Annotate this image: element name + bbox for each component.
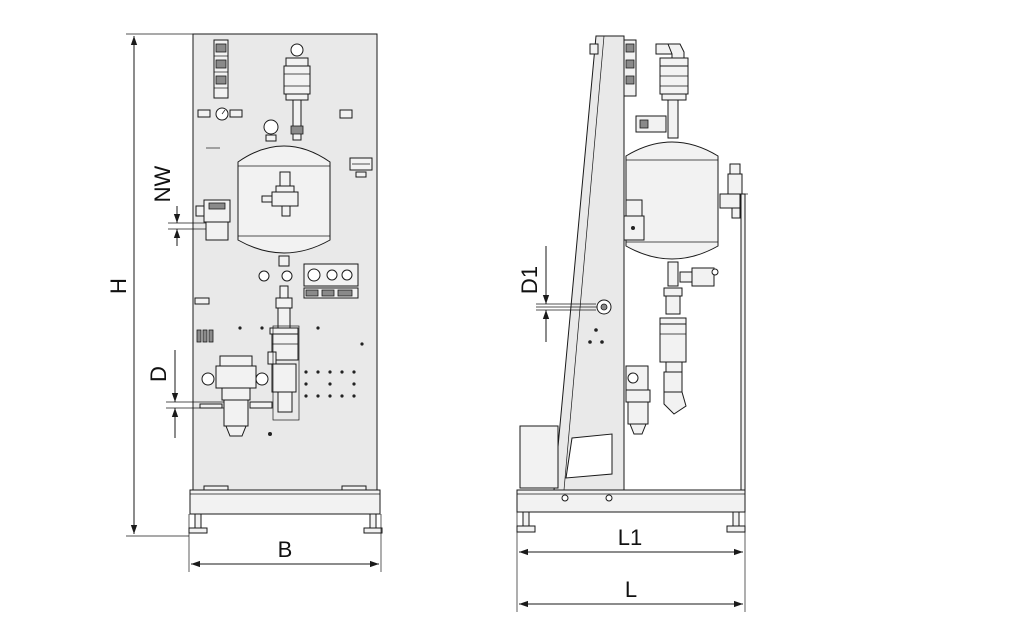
side-dimensions <box>516 246 746 612</box>
front-view <box>188 33 383 534</box>
left-valve <box>195 199 231 241</box>
side-tank <box>623 141 719 260</box>
front-feet <box>188 513 383 534</box>
gauge-stack <box>213 39 229 99</box>
side-lower-assembly <box>659 261 719 415</box>
top-filter <box>283 43 311 141</box>
control-box <box>303 263 359 299</box>
front-base <box>189 489 381 515</box>
side-box <box>519 425 559 489</box>
lower-filter <box>267 285 300 421</box>
front-dimensions <box>126 33 382 572</box>
dimension-label-nw: NW <box>150 165 175 202</box>
mount-holes <box>238 326 364 436</box>
front-tank <box>237 145 331 267</box>
side-regulator <box>625 365 651 435</box>
side-view <box>516 35 748 533</box>
dimension-label-b: B <box>278 537 293 562</box>
side-base <box>516 489 746 513</box>
dimension-label-l1: L1 <box>618 525 642 550</box>
fittings <box>194 297 214 343</box>
dimension-label-d1: D1 <box>517 266 542 294</box>
side-right-valve <box>719 163 743 219</box>
dimension-label-l: L <box>625 577 637 602</box>
dimension-label-d: D <box>146 366 171 382</box>
dimension-label-h: H <box>106 278 131 294</box>
side-frame <box>553 35 625 491</box>
regulator <box>199 355 273 437</box>
side-top-filter <box>635 43 689 139</box>
